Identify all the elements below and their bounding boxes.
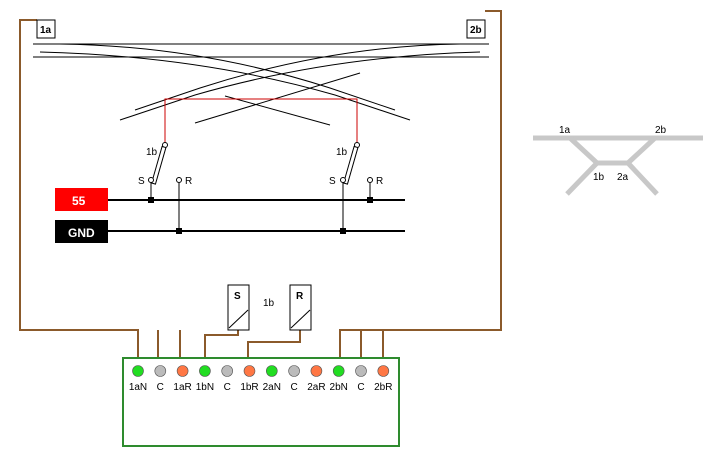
schematic-label-1a: 1a xyxy=(559,125,571,136)
terminal-label: 2aN xyxy=(263,382,281,393)
ground-tag xyxy=(55,220,108,243)
track-schematic xyxy=(533,135,703,196)
ground-label: GND xyxy=(68,226,95,240)
terminal-dot xyxy=(154,365,167,377)
terminal-label: 1aR xyxy=(173,382,191,393)
contact-r-left-dot xyxy=(176,177,182,183)
terminal-label: 2bR xyxy=(374,382,392,393)
end-label-2b: 2b xyxy=(470,25,482,36)
power-label: 55 xyxy=(72,194,86,208)
terminal-dot xyxy=(377,365,390,377)
terminal-label: C xyxy=(290,382,297,393)
coil-reset-label: R xyxy=(296,291,304,302)
terminal-label: C xyxy=(357,382,364,393)
contact-s-right: S xyxy=(329,176,336,187)
coil-set-label: S xyxy=(234,291,241,302)
terminal-label: 1bN xyxy=(196,382,214,393)
switch-label-left: 1b xyxy=(146,147,158,158)
brown-wire-right-2 xyxy=(360,330,384,358)
end-box-2b xyxy=(466,19,486,39)
switch-blade-right xyxy=(342,145,359,185)
terminal-label: 1bR xyxy=(240,382,258,393)
terminal-dot xyxy=(288,365,300,377)
contact-s-left-dot xyxy=(148,177,154,183)
brown-wire-coil-reset xyxy=(247,330,301,358)
coil-set xyxy=(227,284,250,331)
contact-r-right: R xyxy=(376,176,383,187)
coil-reset-diagonal xyxy=(290,309,311,329)
terminal-label: 2bN xyxy=(330,382,348,393)
schematic-label-1b: 1b xyxy=(593,172,605,183)
terminal-dot xyxy=(265,365,278,377)
switch-label-right: 1b xyxy=(336,147,348,158)
coil-set-diagonal xyxy=(228,309,249,329)
terminal-dot xyxy=(176,365,189,377)
terminal-label: 1aN xyxy=(129,382,147,393)
brown-wire-left xyxy=(19,19,139,358)
terminal-dot xyxy=(332,365,345,377)
track-lines xyxy=(33,43,489,121)
end-box-1a xyxy=(36,19,56,39)
terminal-label: C xyxy=(224,382,231,393)
contact-r-right-dot xyxy=(367,177,373,183)
terminal-label: C xyxy=(157,382,164,393)
terminal-dot xyxy=(221,365,233,377)
brown-wire-coil-set xyxy=(204,330,239,358)
terminal-dot xyxy=(355,365,367,377)
terminal-dot xyxy=(310,365,323,377)
brown-wire-left-2 xyxy=(157,330,181,358)
coil-label: 1b xyxy=(263,298,275,309)
terminal-label: 2aR xyxy=(307,382,325,393)
terminal-module xyxy=(122,357,400,447)
schematic-label-2b: 2b xyxy=(655,125,667,136)
terminal-dot xyxy=(199,365,211,377)
track-diagonals xyxy=(194,72,361,126)
end-label-1a: 1a xyxy=(40,25,52,36)
contact-s-right-dot xyxy=(340,177,346,183)
terminal-dot xyxy=(243,365,256,377)
junctions xyxy=(148,197,373,234)
contact-s-left: S xyxy=(138,176,145,187)
brown-wire-right xyxy=(339,10,502,358)
terminal-strip: 1aN C 1aR 1bN C 1bR 2aN C 2aR 2bN C 2bR xyxy=(129,365,392,393)
contact-drops xyxy=(150,183,371,231)
switch-blade-left xyxy=(150,145,167,185)
red-wire xyxy=(164,98,358,143)
terminal-dot xyxy=(132,365,144,377)
contact-r-left: R xyxy=(185,176,192,187)
schematic-label-2a: 2a xyxy=(617,172,629,183)
coil-reset xyxy=(289,284,312,331)
power-tag xyxy=(55,188,108,211)
